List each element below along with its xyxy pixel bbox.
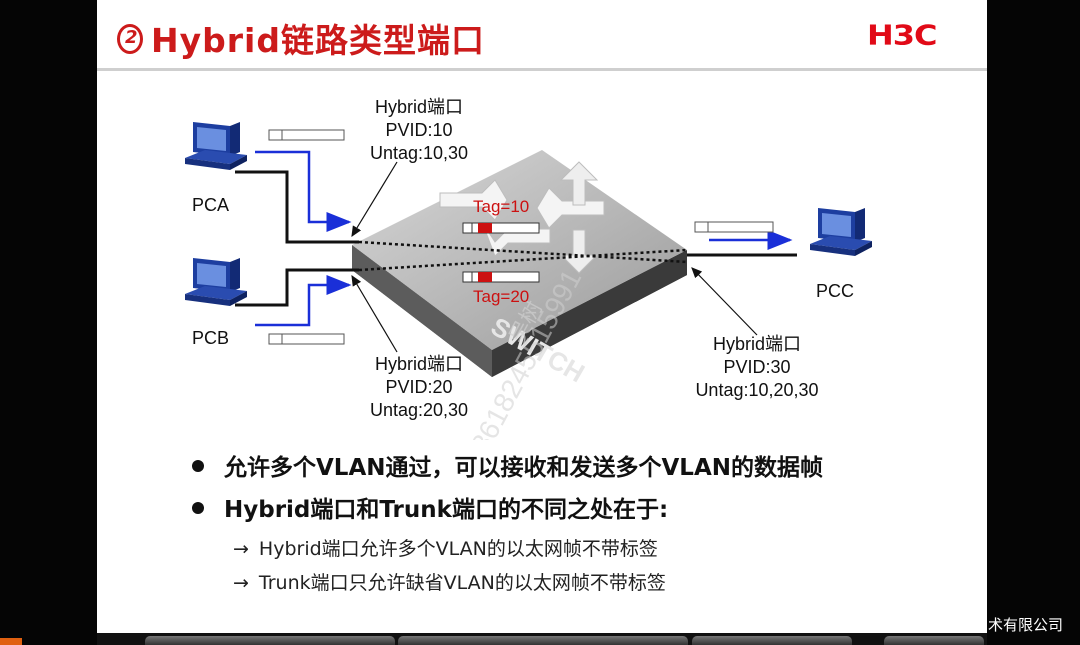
port-bottom-untag: Untag:20,30 <box>369 400 469 420</box>
tag-top-label: Tag=10 <box>473 197 530 216</box>
h3c-logo: H3C <box>867 18 938 52</box>
port-top-untag: Untag:10,30 <box>369 143 469 163</box>
vlan-paths <box>358 240 688 272</box>
bullet-dot-icon <box>192 502 204 514</box>
pcb-label: PCB <box>192 328 230 348</box>
port-right-type: Hybrid端口 <box>712 334 801 354</box>
slide: 2 Hybrid链路类型端口 H3C <box>97 0 987 645</box>
links <box>235 170 797 307</box>
port-top-info: Hybrid端口 PVID:10 Untag:10,30 <box>359 96 479 165</box>
sub-bullet-text: Hybrid端口允许多个VLAN的以太网帧不带标签 <box>258 538 658 560</box>
port-bottom-type: Hybrid端口 <box>374 354 463 374</box>
taskbar-indicator <box>0 638 22 645</box>
tag-bottom-label: Tag=20 <box>473 287 530 306</box>
network-diagram: SWITCH 8618245515991 吴树 <box>185 122 872 440</box>
port-pointers <box>351 161 758 353</box>
port-bottom-info: Hybrid端口 PVID:20 Untag:20,30 <box>359 353 479 422</box>
bullet-text: 允许多个VLAN通过，可以接收和发送多个VLAN的数据帧 <box>224 455 824 481</box>
bottom-tab <box>398 636 688 645</box>
arrow-right-icon: → <box>233 538 249 560</box>
flow-arrows <box>255 150 793 327</box>
sub-bullet-item: → Hybrid端口允许多个VLAN的以太网帧不带标签 <box>233 534 658 561</box>
port-top-pvid: PVID:10 <box>385 120 453 140</box>
pcc-computer-icon <box>810 208 872 256</box>
pca-computer-icon <box>185 122 247 170</box>
port-top-type: Hybrid端口 <box>374 97 463 117</box>
port-right-untag: Untag:10,20,30 <box>695 380 819 400</box>
pca-label: PCA <box>192 195 230 215</box>
bullet-item: Hybrid端口和Trunk端口的不同之处在于: <box>192 490 668 524</box>
pcc-label: PCC <box>816 281 855 301</box>
port-right-info: Hybrid端口 PVID:30 Untag:10,20,30 <box>682 333 832 402</box>
arrow-right-icon: → <box>233 572 249 594</box>
sub-bullet-text: Trunk端口只允许缺省VLAN的以太网帧不带标签 <box>258 572 666 594</box>
slide-number: 2 <box>125 27 138 48</box>
bottom-tab <box>884 636 984 645</box>
port-bottom-pvid: PVID:20 <box>385 377 453 397</box>
sub-bullet-item: → Trunk端口只允许缺省VLAN的以太网帧不带标签 <box>233 568 666 595</box>
port-right-pvid: PVID:30 <box>723 357 791 377</box>
tagged-frames <box>462 222 540 283</box>
slide-number-badge: 2 <box>117 24 143 54</box>
slide-title: Hybrid链路类型端口 <box>151 21 485 60</box>
title-bar: 2 Hybrid链路类型端口 H3C <box>97 0 987 68</box>
bullet-text: Hybrid端口和Trunk端口的不同之处在于: <box>224 497 669 523</box>
bottom-tab <box>145 636 395 645</box>
bottom-tab <box>692 636 852 645</box>
company-name: 术有限公司 <box>988 616 1064 634</box>
bullet-item: 允许多个VLAN通过，可以接收和发送多个VLAN的数据帧 <box>192 448 823 482</box>
frame-icons <box>268 129 774 345</box>
bullet-dot-icon <box>192 460 204 472</box>
title-divider <box>97 68 987 71</box>
pcb-computer-icon <box>185 258 247 306</box>
switch <box>352 150 687 377</box>
